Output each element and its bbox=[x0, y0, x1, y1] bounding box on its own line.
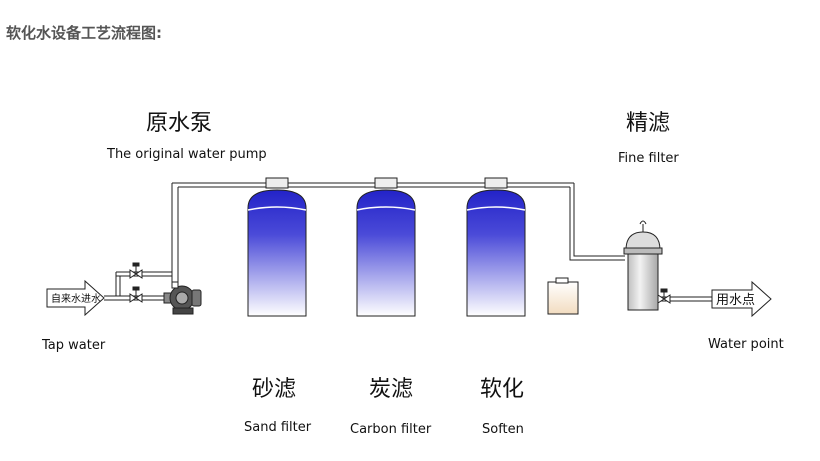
water-point-outlet-arrow: 用水点 bbox=[711, 280, 772, 318]
valve-icon bbox=[129, 286, 143, 303]
tap-water-inlet-arrow: 自来水进水 bbox=[46, 279, 105, 317]
water-point-box-label: 用水点 bbox=[716, 293, 755, 308]
pump-icon bbox=[163, 281, 202, 315]
pump-label-en: The original water pump bbox=[106, 147, 267, 162]
sand-label-en: Sand filter bbox=[244, 420, 312, 435]
tap-box-label: 自来水进水 bbox=[51, 292, 101, 305]
soften-label-zh: 软化 bbox=[480, 377, 524, 402]
arrow-icon bbox=[711, 280, 772, 318]
carbon-filter-tank bbox=[356, 177, 416, 317]
carbon-label-zh: 炭滤 bbox=[369, 377, 413, 402]
carbon-label-en: Carbon filter bbox=[350, 422, 432, 437]
brine-tank bbox=[547, 277, 579, 315]
pump-label-zh: 原水泵 bbox=[146, 111, 212, 136]
water-point-label: Water point bbox=[708, 337, 784, 352]
soften-label-en: Soften bbox=[482, 422, 524, 437]
page-title: 软化水设备工艺流程图: bbox=[6, 24, 162, 42]
fine-filter-label-zh: 精滤 bbox=[626, 111, 670, 136]
fine-filter-label-en: Fine filter bbox=[618, 151, 679, 166]
tap-water-label: Tap water bbox=[41, 338, 106, 353]
valve-icon bbox=[129, 262, 143, 279]
softener-tank bbox=[466, 177, 526, 317]
valve-icon bbox=[657, 288, 671, 304]
sand-filter-tank bbox=[247, 177, 307, 317]
sand-label-zh: 砂滤 bbox=[252, 377, 296, 402]
arrow-icon bbox=[46, 279, 105, 317]
fine-filter-housing bbox=[623, 220, 663, 311]
